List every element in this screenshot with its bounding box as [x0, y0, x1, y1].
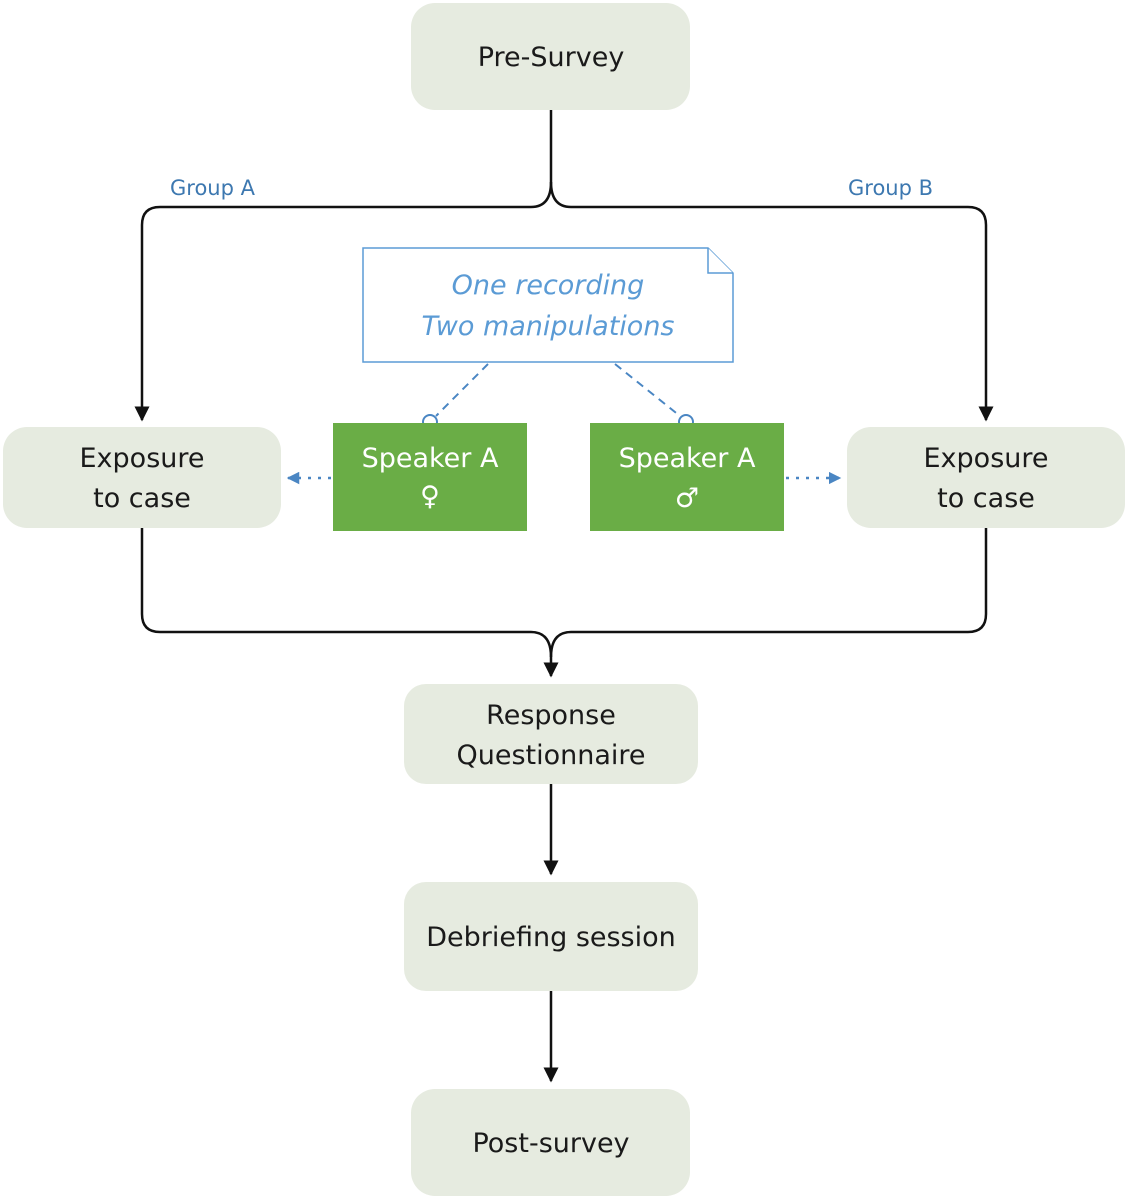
node-exposure-group-a: Exposure to case	[3, 427, 281, 528]
node-debriefing-session: Debriefing session	[404, 882, 698, 991]
svg-text:to case: to case	[937, 483, 1035, 514]
note-connector-female	[435, 363, 489, 417]
speaker-male: Speaker A ♂	[590, 423, 784, 531]
svg-text:to case: to case	[93, 483, 191, 514]
svg-text:Speaker A: Speaker A	[362, 443, 499, 474]
node-response-questionnaire: Response Questionnaire	[404, 684, 698, 784]
svg-text:Pre-Survey: Pre-Survey	[478, 42, 625, 73]
male-symbol-icon: ♂	[675, 483, 699, 514]
svg-text:Debriefing session: Debriefing session	[426, 922, 676, 953]
svg-text:Exposure: Exposure	[924, 443, 1049, 474]
node-post-survey: Post-survey	[411, 1089, 690, 1196]
note-connector-male	[614, 363, 681, 417]
merge-connector-group-b	[549, 528, 988, 658]
note-line-2: Two manipulations	[421, 311, 674, 342]
svg-text:Response: Response	[486, 700, 616, 731]
svg-text:Exposure: Exposure	[80, 443, 205, 474]
recording-note: One recording Two manipulations	[362, 247, 734, 363]
speaker-female: Speaker A ♀	[333, 423, 527, 531]
merge-connector-group-a	[140, 528, 559, 678]
group-a-label: Group A	[170, 176, 256, 200]
split-connector-group-a	[134, 110, 553, 422]
svg-text:Speaker A: Speaker A	[619, 443, 756, 474]
split-connector-group-b	[549, 181, 994, 422]
svg-text:Post-survey: Post-survey	[472, 1128, 629, 1159]
node-pre-survey: Pre-Survey	[411, 3, 690, 110]
node-exposure-group-b: Exposure to case	[847, 427, 1125, 528]
note-folded-corner	[707, 248, 733, 274]
group-b-label: Group B	[848, 176, 933, 200]
female-symbol-icon: ♀	[420, 481, 440, 512]
svg-text:Questionnaire: Questionnaire	[456, 740, 645, 771]
note-line-1: One recording	[452, 270, 645, 301]
